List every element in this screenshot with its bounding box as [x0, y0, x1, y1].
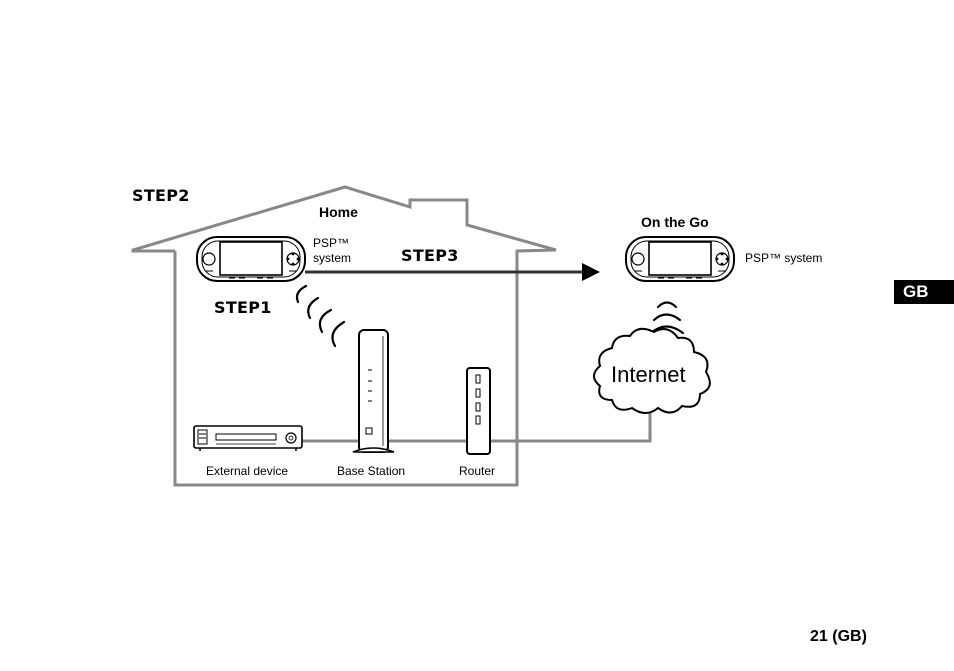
language-tab: GB: [894, 280, 954, 304]
step1-label: STEP1: [214, 298, 272, 317]
step3-label: STEP3: [401, 246, 459, 265]
house-outline: [131, 185, 557, 487]
on-the-go-psp-label: PSP™ system: [745, 251, 823, 265]
external-device-label: External device: [206, 464, 289, 478]
step3-arrow: [305, 263, 600, 281]
psp-on-the-go-icon: [625, 236, 735, 282]
home-psp-label-line2: system: [313, 251, 352, 265]
base-station-icon: [352, 329, 395, 453]
cables: [302, 402, 652, 443]
on-the-go-title: On the Go: [641, 214, 709, 230]
router-label: Router: [459, 464, 496, 478]
external-device-icon: [193, 425, 303, 451]
home-psp-label-line1: PSP™: [313, 236, 350, 250]
page-number: 21 (GB): [810, 628, 867, 645]
psp-home-icon: [196, 236, 306, 282]
internet-cloud-icon: [593, 327, 711, 414]
step2-label: STEP2: [132, 186, 190, 205]
router-icon: [466, 367, 491, 455]
internet-label: Internet: [611, 362, 686, 387]
base-station-label: Base Station: [337, 464, 406, 478]
wireless-waves-go-icon: [649, 301, 685, 335]
home-title: Home: [319, 204, 358, 220]
wireless-waves-home-icon: [295, 284, 346, 348]
